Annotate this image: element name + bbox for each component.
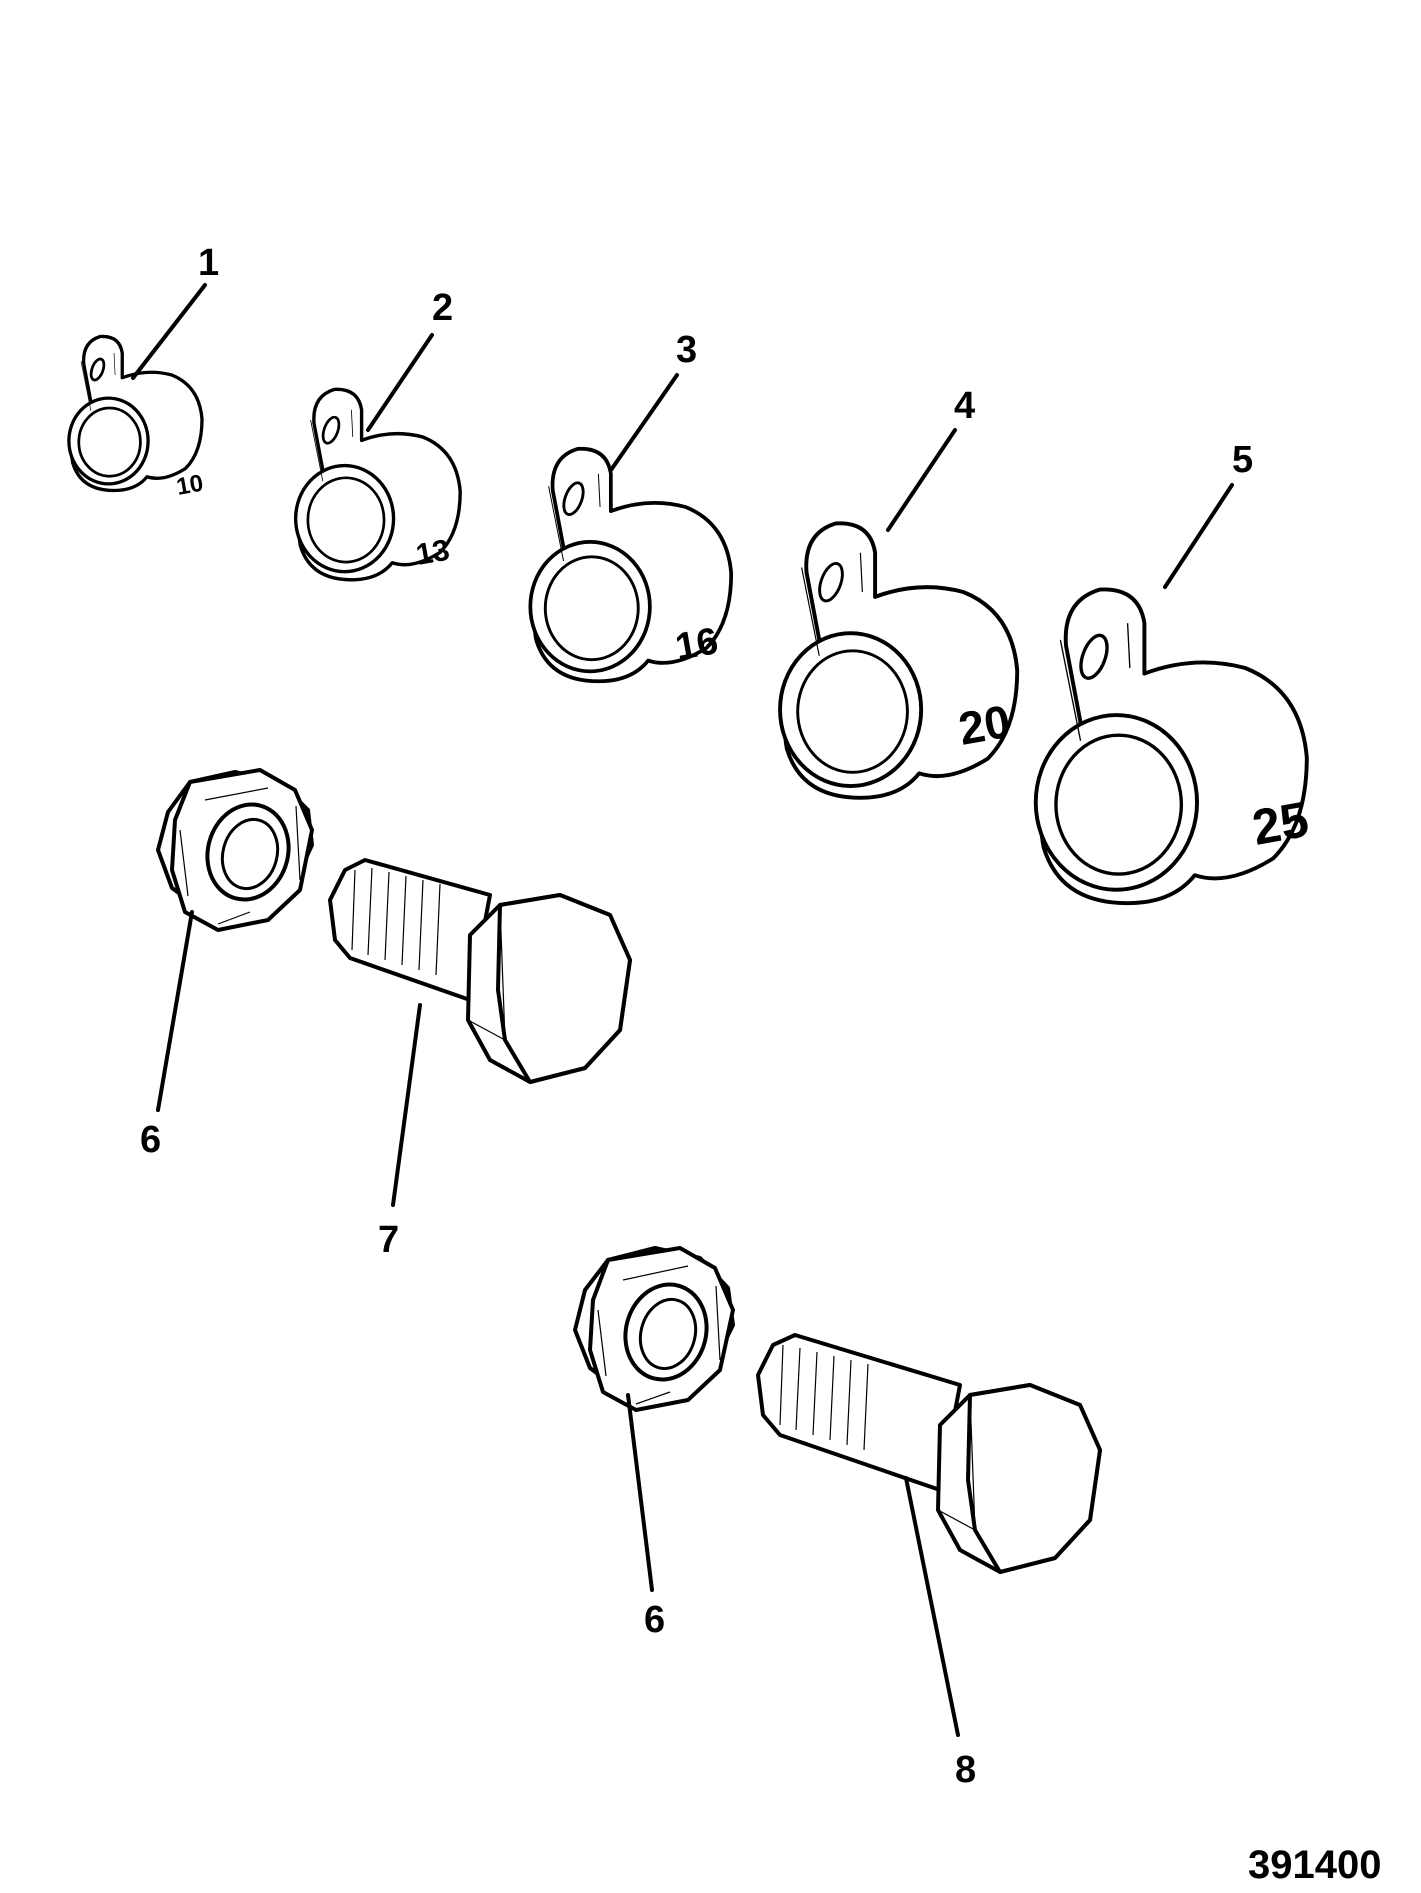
bolt-8 bbox=[756, 1333, 1102, 1574]
leader-lines bbox=[131, 283, 1234, 1737]
p-clip-1 bbox=[67, 334, 204, 493]
p-clip-3 bbox=[528, 447, 734, 684]
clip-size-marking-5: 25 bbox=[1248, 791, 1313, 856]
callout-5: 5 bbox=[1232, 439, 1253, 481]
callout-2: 2 bbox=[432, 287, 453, 329]
clip-size-marking-4: 20 bbox=[955, 695, 1014, 755]
p-clip-5 bbox=[1033, 587, 1309, 906]
clip-size-marking-1: 10 bbox=[174, 470, 205, 501]
callout-6-upper: 6 bbox=[140, 1119, 161, 1161]
callout-4: 4 bbox=[954, 385, 975, 427]
callout-6-lower: 6 bbox=[644, 1599, 665, 1641]
bolt-7 bbox=[328, 858, 632, 1084]
callout-1: 1 bbox=[198, 242, 219, 284]
callout-7: 7 bbox=[378, 1219, 399, 1261]
clip-size-marking-2: 13 bbox=[413, 534, 452, 572]
p-clip-4 bbox=[778, 521, 1020, 800]
clip-size-marking-3: 16 bbox=[672, 620, 721, 669]
hex-nut-upper bbox=[156, 768, 314, 932]
callout-8: 8 bbox=[955, 1749, 976, 1791]
hex-nut-lower bbox=[573, 1246, 735, 1412]
callout-3: 3 bbox=[676, 329, 697, 371]
figure-number: 391400 bbox=[1248, 1843, 1381, 1887]
p-clip-2 bbox=[293, 387, 462, 582]
